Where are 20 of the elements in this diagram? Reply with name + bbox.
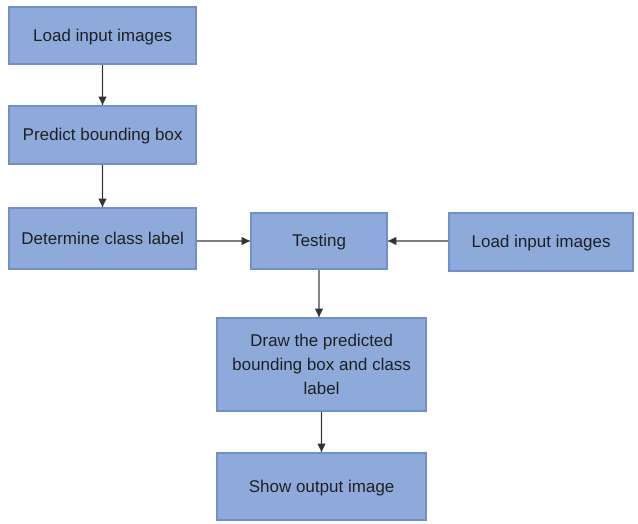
arrow (197, 236, 250, 246)
process-box (8, 207, 197, 270)
arrow (388, 236, 448, 246)
process-box (250, 212, 388, 270)
box-label: Load input images (33, 24, 172, 46)
box-label: Predict bounding box (22, 124, 182, 146)
process-box (448, 212, 634, 272)
process-box (8, 105, 197, 165)
box-label: Load input images (472, 231, 610, 253)
process-box (216, 452, 427, 521)
arrow (314, 270, 324, 317)
box-label: Testing (292, 230, 346, 252)
arrow (317, 412, 326, 452)
box-label: Determine class label (21, 228, 184, 250)
process-box (8, 6, 197, 65)
arrow (98, 65, 107, 105)
box-label: Show output image (248, 476, 394, 498)
arrow (98, 165, 107, 207)
box-label: Draw the predicted bounding box and class label (231, 330, 412, 400)
process-box (216, 317, 427, 412)
